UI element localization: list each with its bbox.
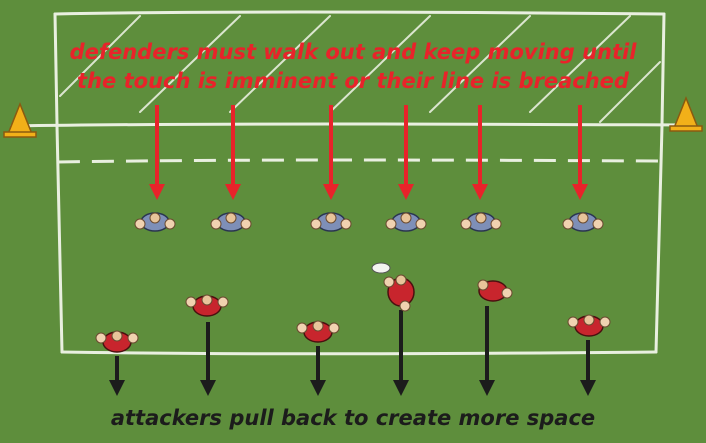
cone-icon — [669, 95, 703, 132]
attacker-icon — [95, 330, 139, 353]
attacker-arrows — [109, 306, 596, 396]
cone-icon — [3, 101, 37, 138]
defender-caption-line-2: the touch is imminent or their line is b… — [77, 69, 629, 93]
attacker-caption: attackers pull back to create more space — [110, 406, 596, 430]
defender-icon — [210, 212, 252, 232]
in-goal-top-line — [53, 10, 666, 16]
defender-icon — [562, 212, 604, 232]
defender-arrows — [149, 105, 588, 200]
attacker-icon — [567, 314, 611, 337]
touch-lines — [55, 124, 664, 356]
attacker-icon — [185, 294, 229, 317]
in-goal-right-line — [660, 12, 666, 126]
dashed-line — [57, 158, 663, 164]
bottom-line — [60, 350, 658, 356]
attacker-icon — [296, 320, 340, 343]
left-touchline — [55, 124, 64, 354]
defender-caption-line-1: defenders must walk out and keep moving … — [69, 40, 637, 64]
defender-icon — [310, 212, 352, 232]
defender-icon — [134, 212, 176, 232]
defender-icon — [385, 212, 427, 232]
right-touchline — [654, 124, 664, 354]
defender-icon — [460, 212, 502, 232]
attacker-icon — [477, 279, 513, 302]
in-goal-hatching — [59, 15, 661, 123]
attacker-with-ball-icon — [371, 262, 415, 312]
ball-icon — [371, 262, 391, 274]
in-goal-left-line — [53, 12, 59, 126]
